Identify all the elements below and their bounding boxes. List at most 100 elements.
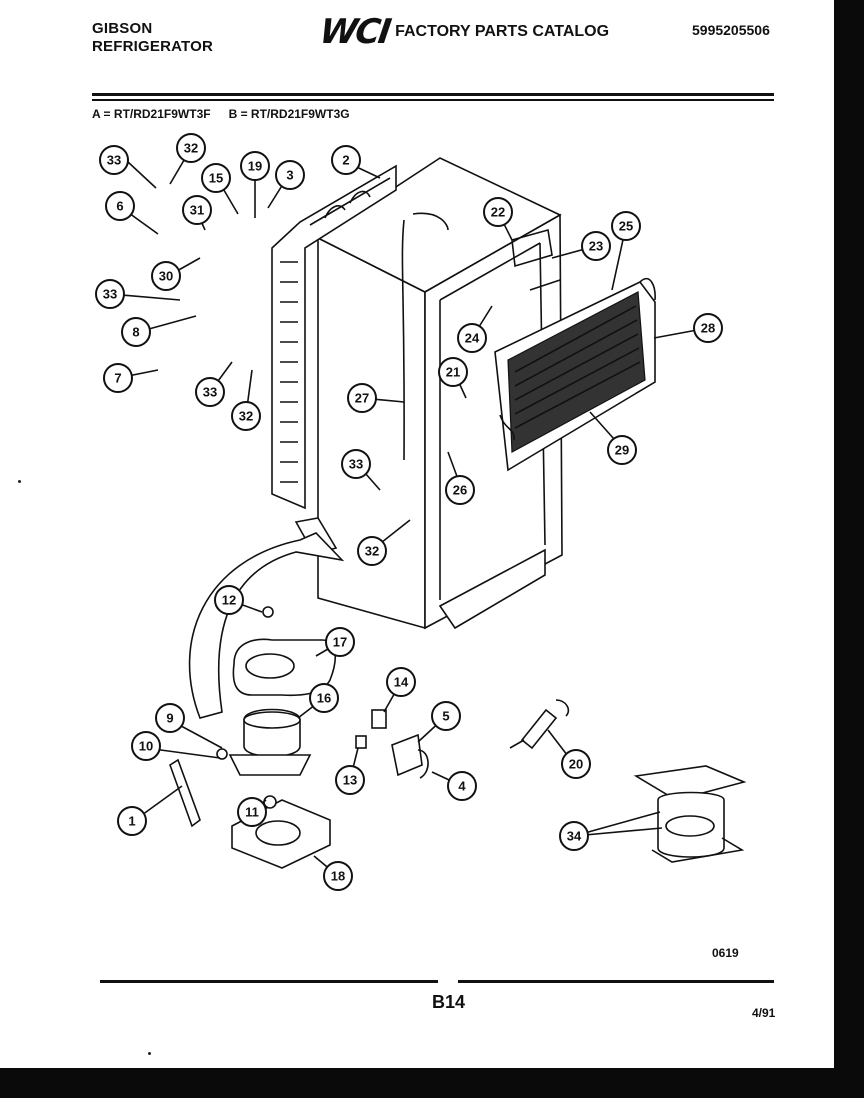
svg-text:32: 32: [184, 141, 198, 156]
callout-29: 29: [607, 435, 637, 465]
callout-11: 11: [237, 797, 267, 827]
callout-7: 7: [103, 363, 133, 393]
callout-25: 25: [611, 211, 641, 241]
svg-text:3: 3: [286, 168, 293, 183]
svg-text:27: 27: [355, 391, 369, 406]
callout-18: 18: [323, 861, 353, 891]
callout-26: 26: [445, 475, 475, 505]
callout-1: 1: [117, 806, 147, 836]
callout-32-left: 32: [231, 401, 261, 431]
callout-14: 14: [386, 667, 416, 697]
scan-speck: [18, 480, 21, 483]
svg-text:29: 29: [615, 443, 629, 458]
flow-arrow: [188, 532, 345, 719]
svg-text:1: 1: [128, 814, 135, 829]
svg-text:30: 30: [159, 269, 173, 284]
callout-6: 6: [105, 191, 135, 221]
callout-12: 12: [214, 585, 244, 615]
svg-text:33: 33: [203, 385, 217, 400]
callout-8: 8: [121, 317, 151, 347]
svg-text:16: 16: [317, 691, 331, 706]
callout-28: 28: [693, 313, 723, 343]
catalog-title: FACTORY PARTS CATALOG: [395, 23, 610, 40]
svg-text:21: 21: [446, 365, 460, 380]
callout-10: 10: [131, 731, 161, 761]
svg-text:23: 23: [589, 239, 603, 254]
callout-33-mid: 33: [195, 377, 225, 407]
callout-15: 15: [201, 163, 231, 193]
callout-33-center: 33: [341, 449, 371, 479]
scan-edge-right: [834, 0, 864, 1098]
callout-30: 30: [151, 261, 181, 291]
svg-text:31: 31: [190, 203, 204, 218]
brand-block: GIBSON REFRIGERATOR: [92, 20, 213, 56]
svg-text:9: 9: [166, 711, 173, 726]
svg-text:34: 34: [567, 829, 582, 844]
brand-line-2: REFRIGERATOR: [92, 38, 214, 55]
svg-text:28: 28: [701, 321, 715, 336]
page-number: B14: [432, 992, 466, 1012]
footer-rule-right: [458, 980, 774, 983]
callout-13: 13: [335, 765, 365, 795]
svg-text:19: 19: [248, 159, 262, 174]
svg-text:12: 12: [222, 593, 236, 608]
callout-19: 19: [240, 151, 270, 181]
model-a: A = RT/RD21F9WT3F: [92, 107, 211, 121]
svg-text:11: 11: [245, 805, 259, 820]
svg-text:33: 33: [107, 153, 121, 168]
callout-20: 20: [561, 749, 591, 779]
callout-32-center: 32: [357, 536, 387, 566]
svg-text:6: 6: [116, 199, 123, 214]
callout-23: 23: [581, 231, 611, 261]
svg-text:32: 32: [365, 544, 379, 559]
svg-text:4: 4: [458, 779, 466, 794]
callout-9: 9: [155, 703, 185, 733]
capacitor-illustration: [509, 699, 570, 750]
svg-text:5: 5: [442, 709, 449, 724]
footer-rule-left: [100, 980, 438, 983]
scan-edge-bottom: [0, 1068, 864, 1098]
print-date: 4/91: [752, 1006, 776, 1020]
svg-text:33: 33: [103, 287, 117, 302]
svg-text:13: 13: [343, 773, 357, 788]
callout-3: 3: [275, 160, 305, 190]
svg-text:32: 32: [239, 409, 253, 424]
callout-24: 24: [457, 323, 487, 353]
header-rule-thin: [92, 99, 774, 101]
callout-21: 21: [438, 357, 468, 387]
model-b: B = RT/RD21F9WT3G: [228, 107, 350, 121]
header-rule-thick: [92, 93, 774, 96]
svg-text:7: 7: [114, 371, 121, 386]
callout-16: 16: [309, 683, 339, 713]
svg-text:18: 18: [331, 869, 345, 884]
callout-4: 4: [447, 771, 477, 801]
relay-and-overload-illustration: [355, 709, 429, 779]
svg-text:14: 14: [394, 675, 409, 690]
callout-22: 22: [483, 197, 513, 227]
callout-2: 2: [331, 145, 361, 175]
drawing-code: 0619: [712, 946, 739, 960]
callout-33-top: 33: [99, 145, 129, 175]
svg-text:15: 15: [209, 171, 223, 186]
model-list: A = RT/RD21F9WT3F B = RT/RD21F9WT3G: [92, 107, 350, 121]
catalog-number: 5995205506: [692, 22, 770, 38]
svg-text:8: 8: [132, 325, 139, 340]
brand-line-1: GIBSON: [92, 20, 153, 37]
callout-34: 34: [559, 821, 589, 851]
svg-text:26: 26: [453, 483, 467, 498]
svg-text:33: 33: [349, 457, 363, 472]
callout-5: 5: [431, 701, 461, 731]
callout-32-top: 32: [176, 133, 206, 163]
svg-text:24: 24: [465, 331, 480, 346]
fan-motor-illustration: [633, 765, 747, 863]
callout-27: 27: [347, 383, 377, 413]
catalog-header: WCI FACTORY PARTS CATALOG: [317, 12, 610, 52]
evaporator-illustration: [494, 228, 656, 472]
svg-text:2: 2: [342, 153, 349, 168]
svg-text:22: 22: [491, 205, 505, 220]
svg-text:20: 20: [569, 757, 583, 772]
svg-text:17: 17: [333, 635, 347, 650]
callout-17: 17: [325, 627, 355, 657]
svg-text:10: 10: [139, 739, 153, 754]
